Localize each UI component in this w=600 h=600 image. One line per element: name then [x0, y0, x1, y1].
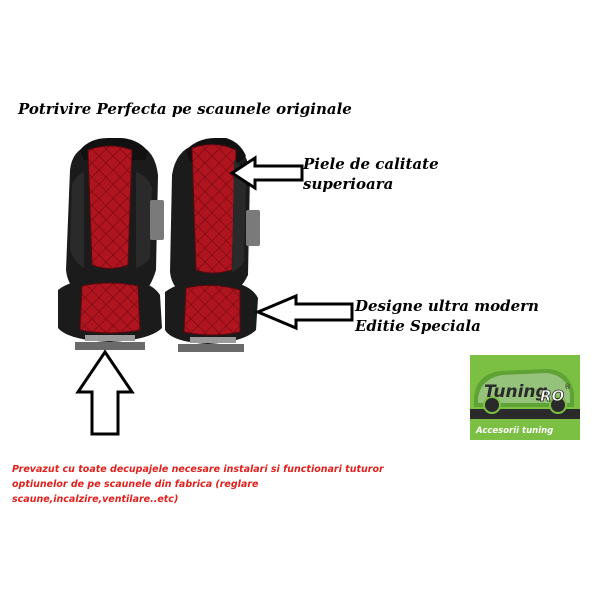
car-seat-front-icon	[58, 138, 164, 350]
car-seat-side-icon	[165, 138, 260, 352]
quality-label-line1: Piele de calitate	[303, 155, 439, 173]
logo-brand-suffix: RO	[540, 387, 565, 405]
note-line2: optiunelor de pe scaunele din fabrica (r…	[12, 479, 259, 490]
tuningro-logo: Tuning RO ® Accesorii tuning	[470, 355, 580, 440]
logo-brand-main: Tuning	[484, 382, 548, 402]
page-title: Potrivire Perfecta pe scaunele originale	[18, 100, 352, 118]
quality-label-line2: superioara	[303, 175, 394, 193]
logo-trademark: ®	[564, 383, 571, 391]
design-label: Designe ultra modern Editie Speciala	[355, 296, 539, 336]
design-label-line2: Editie Speciala	[355, 317, 481, 335]
logo-tagline: Accesorii tuning	[475, 426, 553, 436]
note-line1: Prevazut cu toate decupajele necesare in…	[12, 464, 384, 475]
arrow-left-icon	[229, 155, 304, 191]
arrow-left-icon	[254, 293, 354, 331]
quality-label: Piele de calitate superioara	[303, 154, 439, 194]
design-label-line1: Designe ultra modern	[355, 297, 539, 315]
arrow-up-icon	[75, 349, 135, 436]
installation-note: Prevazut cu toate decupajele necesare in…	[12, 462, 452, 507]
note-line3: scaune,incalzire,ventilare..etc)	[12, 494, 179, 505]
